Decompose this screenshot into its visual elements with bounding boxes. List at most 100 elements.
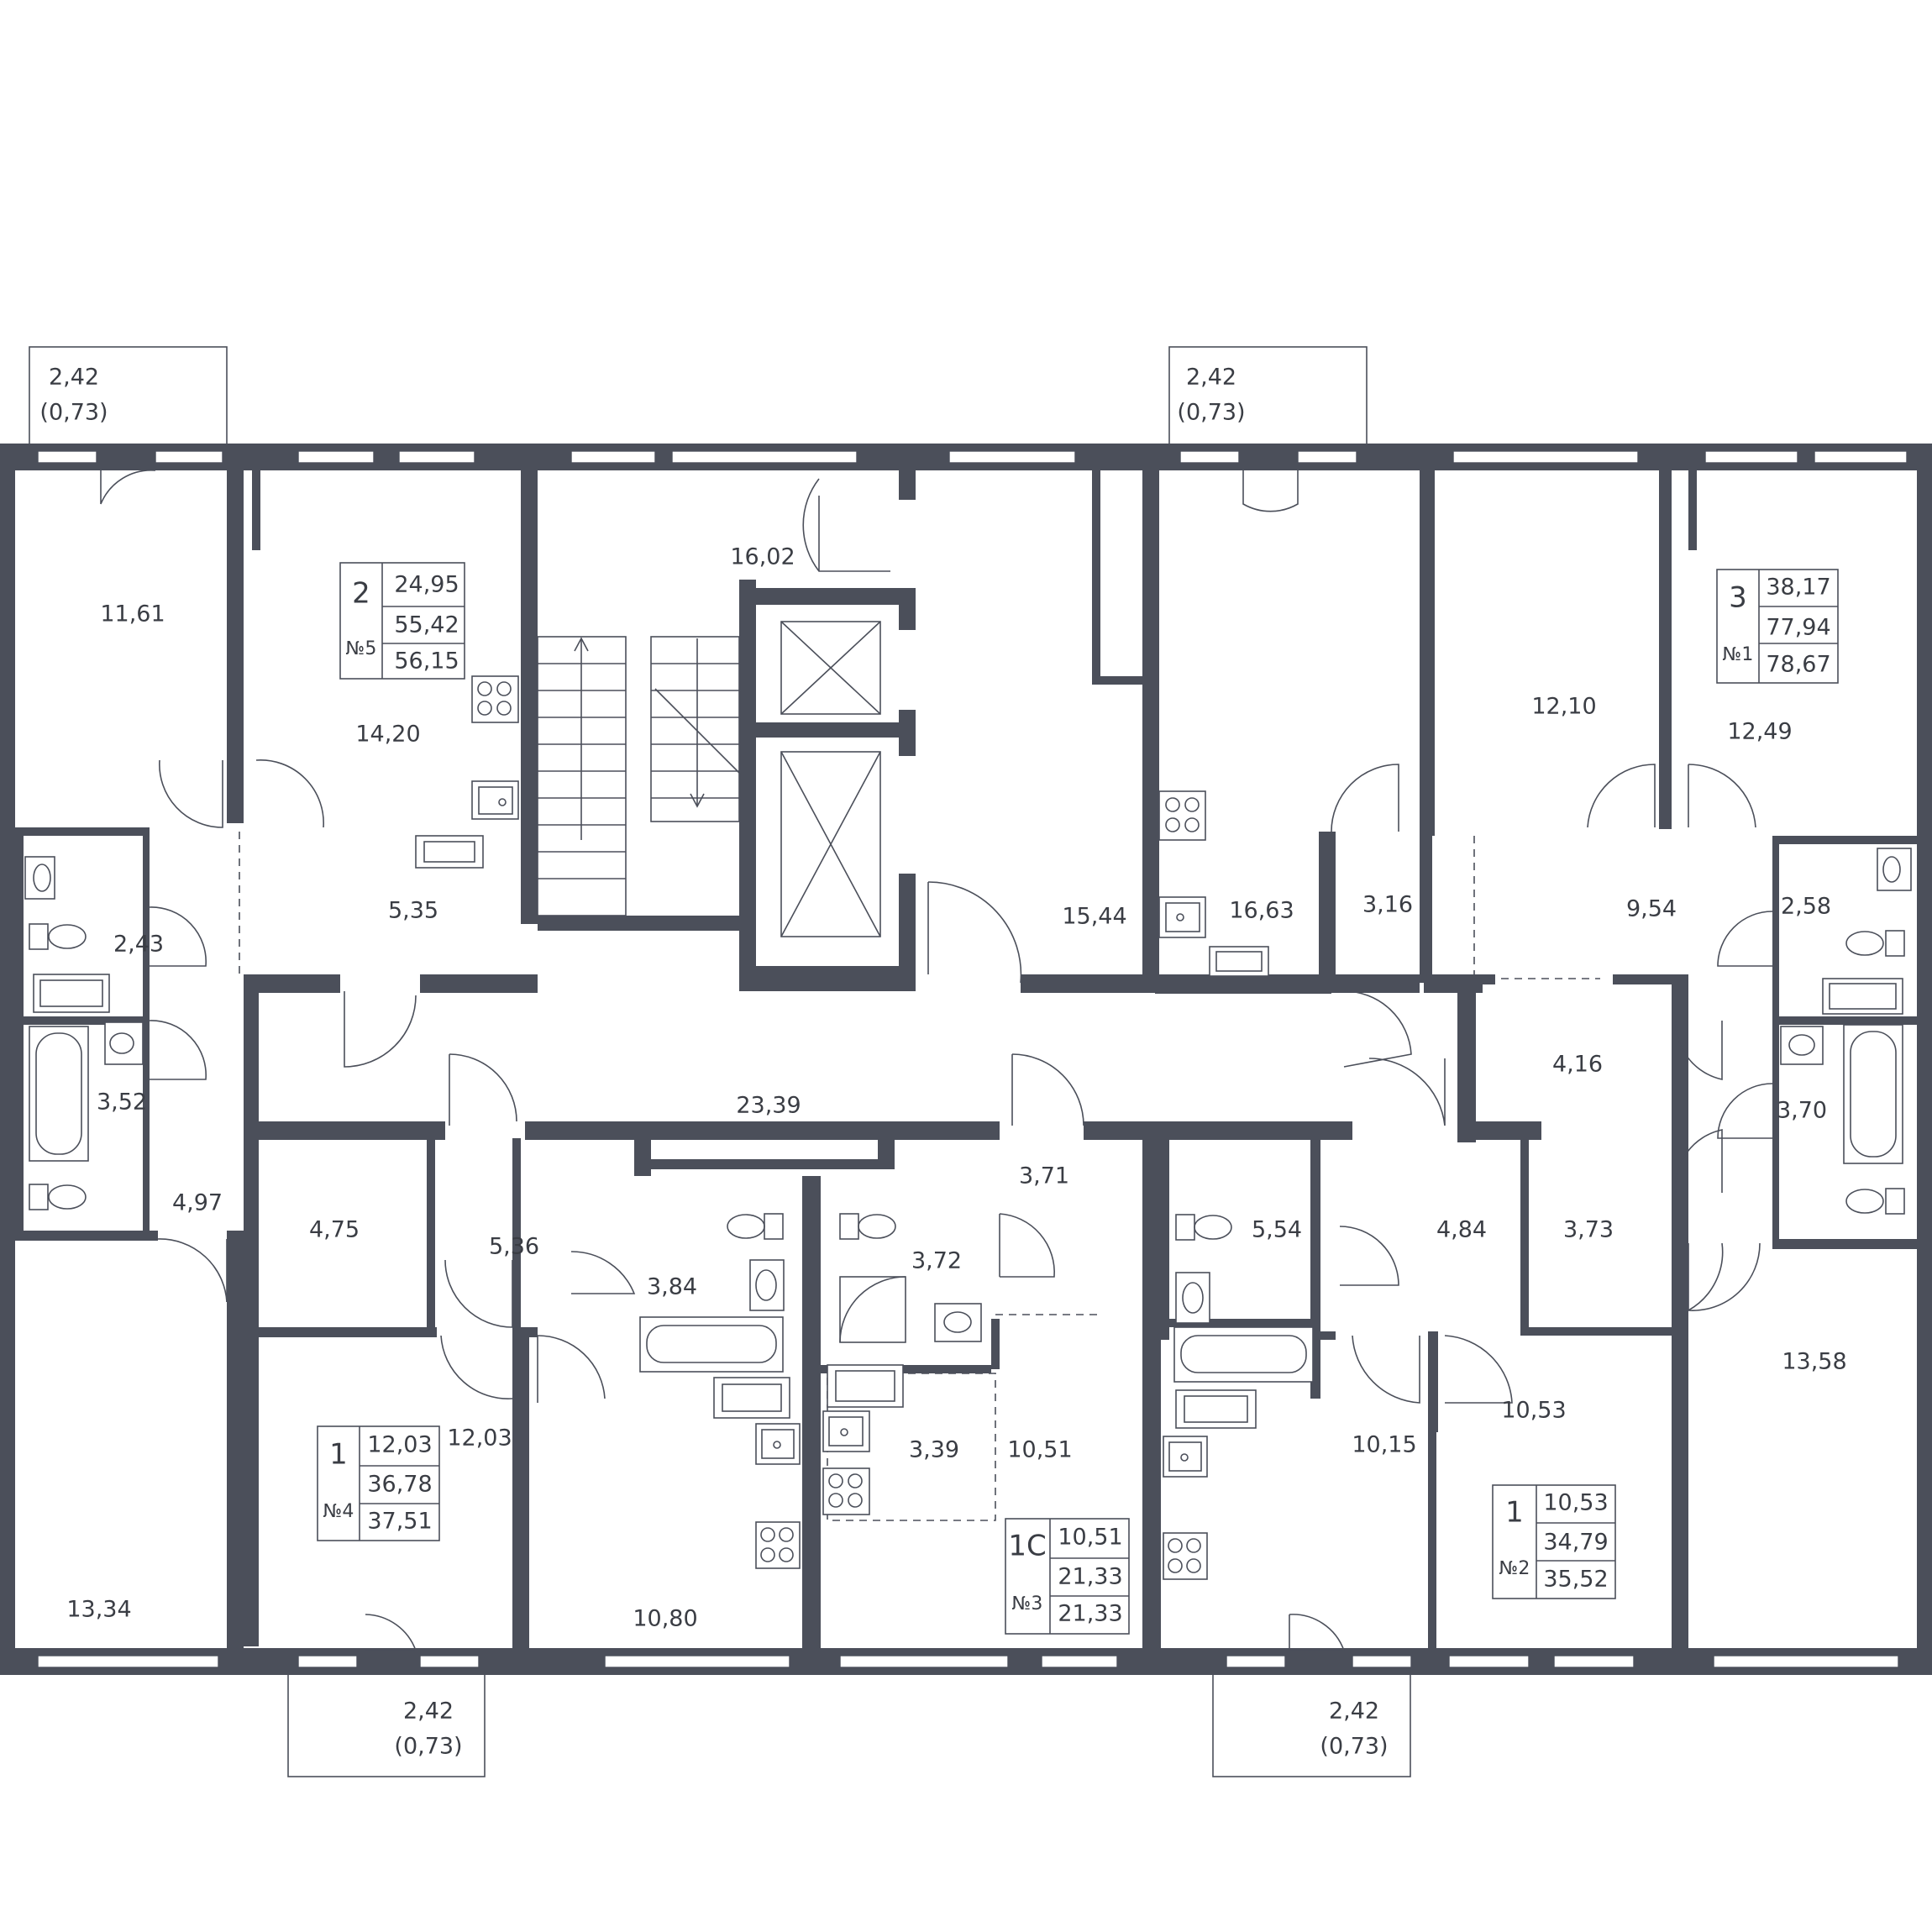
stove-icon: [822, 1467, 870, 1515]
room-area: 3,70: [1777, 1098, 1827, 1124]
balcony-top-right: [1168, 346, 1368, 446]
room-area: 2,58: [1781, 894, 1831, 920]
room-area: 3,71: [1019, 1163, 1069, 1189]
balcony-top-left: [29, 346, 228, 446]
apartment-total-area: 21,33: [1058, 1564, 1122, 1590]
toilet-icon: [727, 1213, 784, 1240]
room-area: 13,34: [66, 1597, 131, 1623]
washbasin-icon: [749, 1259, 785, 1311]
room-area: 4,75: [309, 1217, 360, 1243]
room-area: 12,10: [1531, 694, 1596, 720]
toilet-icon: [1175, 1214, 1232, 1241]
apartment-rooms: 2: [352, 577, 370, 611]
room-area: 3,16: [1362, 892, 1413, 918]
apartment-info-box: 2 №5 24,95 55,42 56,15: [339, 562, 465, 680]
balcony-area: 2,42: [1329, 1698, 1379, 1725]
counter-icon: [415, 835, 484, 869]
balcony-area: 2,42: [403, 1698, 454, 1725]
washbasin-icon: [24, 856, 55, 900]
room-area: 5,35: [388, 898, 438, 924]
apartment-total-area: 55,42: [394, 612, 459, 638]
shower-icon: [839, 1276, 906, 1343]
toilet-icon: [29, 1184, 87, 1210]
room-area: 10,15: [1352, 1432, 1416, 1458]
room-area: 4,16: [1552, 1052, 1603, 1078]
washbasin-icon: [1780, 1026, 1824, 1065]
balcony-bottom-left: [287, 1671, 486, 1777]
sink-icon: [822, 1410, 870, 1452]
apartment-total-area-balcony: 56,15: [394, 648, 459, 675]
bathtub-icon: [29, 1026, 89, 1162]
doors: [100, 470, 1773, 1651]
apartment-living-area: 38,17: [1766, 575, 1830, 601]
apartment-total-area: 36,78: [367, 1472, 432, 1498]
room-area: 10,80: [633, 1606, 697, 1632]
stove-icon: [1158, 790, 1206, 841]
room-area: 14,20: [355, 722, 420, 748]
room-area: 9,54: [1626, 896, 1677, 922]
room-area: 4,97: [172, 1190, 223, 1216]
apartment-living-area: 12,03: [367, 1432, 432, 1458]
balcony-reduced-area: (0,73): [1177, 400, 1245, 426]
bathtub-icon: [639, 1316, 784, 1373]
counter-icon: [713, 1377, 790, 1419]
apartment-number: №1: [1723, 644, 1754, 665]
sink-icon: [1158, 896, 1206, 938]
room-area: 2,43: [113, 932, 164, 958]
room-area: 11,61: [100, 601, 165, 627]
apartment-rooms: 1: [1505, 1496, 1524, 1530]
stove-icon: [1163, 1532, 1208, 1580]
counter-icon: [827, 1364, 904, 1408]
room-area: 10,53: [1501, 1398, 1566, 1424]
apartment-total-area-balcony: 35,52: [1543, 1567, 1608, 1593]
windows: [37, 450, 1908, 1668]
balcony-reduced-area: (0,73): [1320, 1734, 1388, 1760]
room-area: 5,54: [1252, 1217, 1302, 1243]
apartment-living-area: 10,51: [1058, 1525, 1122, 1551]
washbasin-icon: [1877, 848, 1912, 891]
balcony-reduced-area: (0,73): [394, 1734, 462, 1760]
room-area: 4,84: [1436, 1217, 1487, 1243]
washbasin-icon: [1175, 1272, 1210, 1324]
room-labels: 11,61 14,20 16,02 15,44 16,63 12,10 12,4…: [66, 544, 1846, 1632]
toilet-icon: [1845, 930, 1905, 957]
apartment-number: №2: [1499, 1558, 1530, 1579]
toilet-icon: [839, 1213, 896, 1240]
sink-icon: [1163, 1436, 1208, 1478]
apartment-info-box: 1С №3 10,51 21,33 21,33: [1005, 1518, 1130, 1635]
apartment-total-area-balcony: 78,67: [1766, 652, 1830, 678]
washbasin-icon: [104, 1021, 144, 1065]
apartment-info-box: 1 №4 12,03 36,78 37,51: [317, 1425, 440, 1541]
balcony-reduced-area: (0,73): [39, 400, 108, 426]
sink-icon: [755, 1423, 801, 1465]
apartment-living-area: 24,95: [394, 572, 459, 598]
zone-dividers: [239, 832, 1600, 1521]
balcony-bottom-right: [1212, 1671, 1411, 1777]
balcony-labels: 2,42 (0,73) 2,42 (0,73) 2,42 (0,73) 2,42…: [39, 365, 1388, 1760]
room-area: 13,58: [1782, 1349, 1846, 1375]
apartment-number: №4: [323, 1501, 354, 1522]
bathtub-icon: [1843, 1024, 1903, 1164]
room-area: 3,84: [647, 1274, 697, 1300]
counter-icon: [1822, 978, 1903, 1015]
room-area: 12,03: [447, 1425, 512, 1452]
stove-icon: [755, 1521, 801, 1569]
apartment-total-area: 77,94: [1766, 615, 1830, 641]
apartment-rooms: 3: [1729, 581, 1747, 615]
balcony-area: 2,42: [49, 365, 99, 391]
bathtub-icon: [1173, 1326, 1314, 1383]
apartment-total-area-balcony: 21,33: [1058, 1601, 1122, 1627]
stairs-icon: [537, 636, 740, 916]
apartment-total-area: 34,79: [1543, 1530, 1608, 1556]
toilet-icon: [29, 923, 87, 950]
toilet-icon: [1845, 1188, 1905, 1215]
room-area: 10,51: [1007, 1437, 1072, 1463]
room-area: 23,39: [736, 1093, 801, 1119]
washbasin-icon: [934, 1303, 982, 1342]
apartment-number: №5: [346, 638, 377, 659]
room-area: 3,73: [1563, 1217, 1614, 1243]
room-area: 15,44: [1062, 904, 1126, 930]
apartment-rooms: 1С: [1008, 1530, 1046, 1563]
stove-icon: [471, 675, 519, 723]
